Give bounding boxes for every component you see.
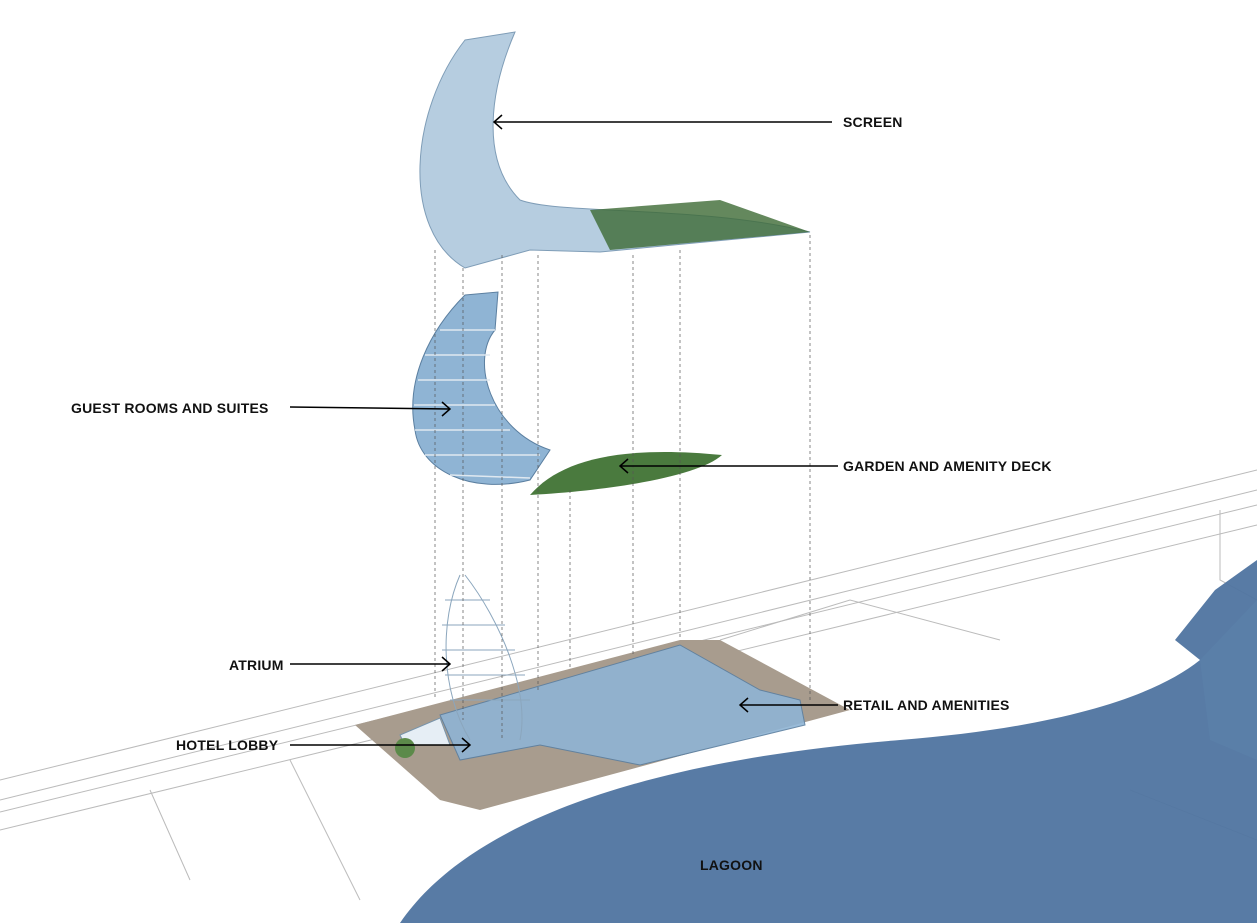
projection-lines [434, 235, 811, 740]
lagoon-channel [1200, 600, 1257, 760]
label-hotel-lobby: HOTEL LOBBY [176, 737, 279, 753]
leader-arrows [289, 114, 838, 753]
roundabout [395, 738, 415, 758]
tower-floor-lines [414, 329, 540, 479]
atrium-structure [442, 574, 530, 741]
label-lagoon: LAGOON [700, 857, 763, 873]
label-atrium: ATRIUM [229, 657, 284, 673]
label-screen: SCREEN [843, 114, 903, 130]
lagoon-water [400, 560, 1257, 923]
guest-rooms-tower [412, 291, 551, 485]
label-guest-rooms: GUEST ROOMS AND SUITES [71, 400, 269, 416]
label-garden-deck: GARDEN AND AMENITY DECK [843, 458, 1052, 474]
garden-deck [530, 451, 722, 495]
retail-roof [439, 644, 806, 766]
screen-green-roof [590, 200, 810, 250]
label-retail: RETAIL AND AMENITIES [843, 697, 1010, 713]
